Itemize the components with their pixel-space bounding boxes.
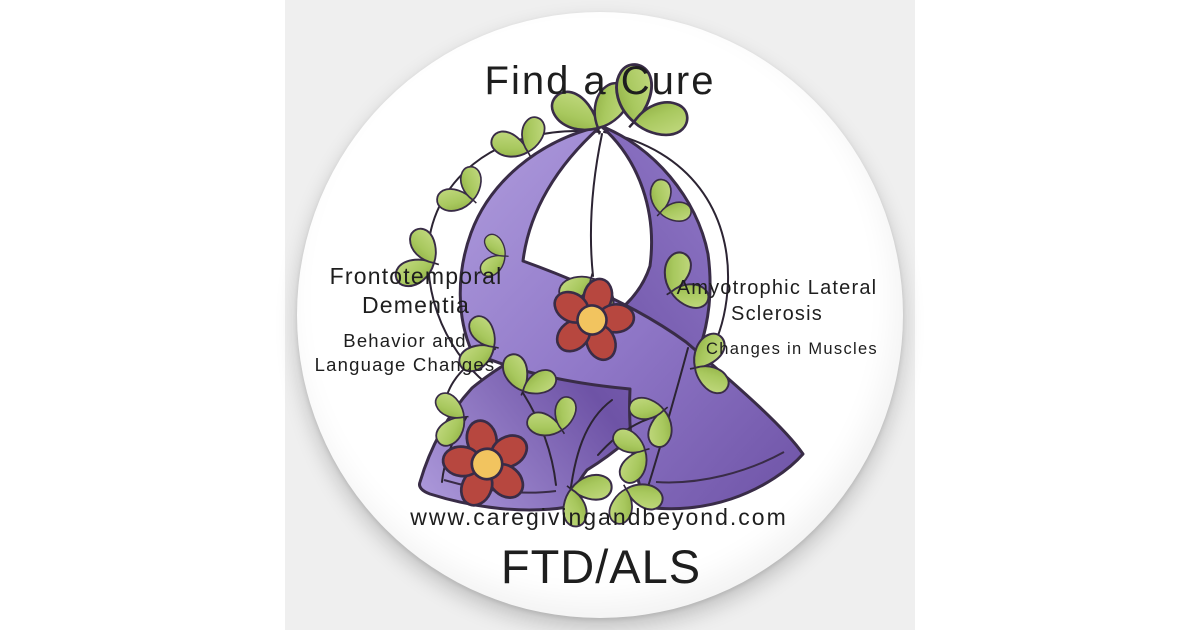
right-condition-heading: Amyotrophic Lateral Sclerosis — [676, 277, 878, 325]
left-condition-detail: Behavior and Language Changes — [314, 330, 496, 375]
sticker-acronym: FTD/ALS — [500, 540, 702, 593]
website-url: www.caregivingandbeyond.com — [410, 504, 788, 530]
sticker-title: Find a Cure — [484, 59, 716, 103]
left-condition-heading: Frontotemporal Dementia — [329, 263, 503, 319]
right-condition-detail: Changes in Muscles — [706, 340, 878, 358]
